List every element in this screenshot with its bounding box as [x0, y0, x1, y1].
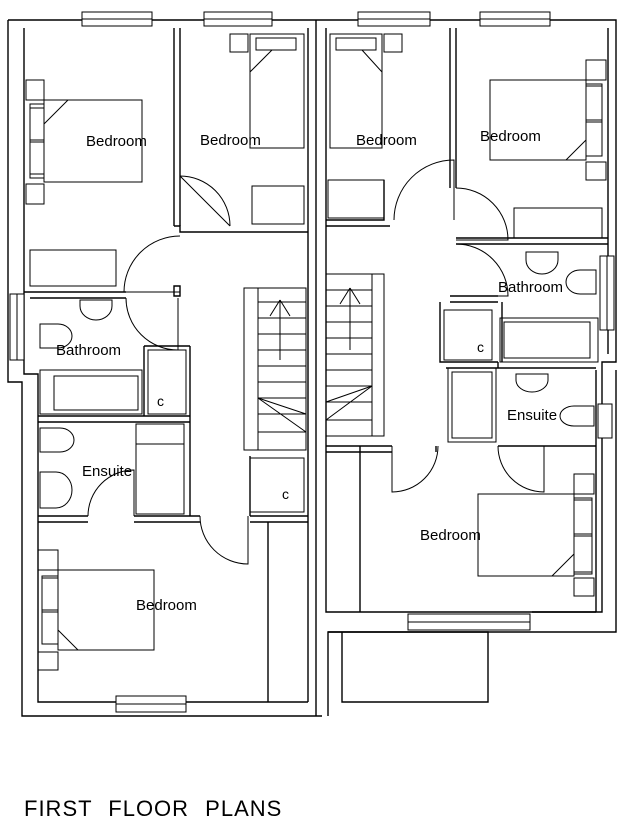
wardrobe: [513, 207, 603, 239]
bath: [39, 369, 143, 415]
door-swing: [125, 297, 179, 351]
wardrobe: [29, 249, 117, 287]
door-swing: [123, 235, 181, 293]
bed: [477, 493, 575, 577]
cupboard-label: c: [477, 339, 484, 355]
door-swing: [391, 445, 439, 493]
door-swing: [199, 515, 249, 565]
door-swing: [87, 469, 135, 517]
cupboard: [443, 309, 493, 361]
window: [597, 403, 613, 439]
windows: [9, 11, 615, 713]
toilet: [525, 251, 559, 275]
basin: [565, 269, 597, 295]
door-swing: [497, 445, 545, 493]
cupboard: [147, 349, 187, 415]
stairs: [243, 273, 385, 451]
room-label-bedroom: Bedroom: [136, 597, 197, 614]
bath: [499, 317, 599, 363]
room-label-bedroom: Bedroom: [356, 132, 417, 149]
room-label-bedroom: Bedroom: [86, 133, 147, 150]
door-swing: [393, 159, 455, 221]
bed: [249, 33, 305, 149]
room-label-ensuite: Ensuite: [507, 407, 557, 424]
wardrobe: [327, 179, 385, 219]
shower: [447, 367, 497, 443]
bed: [489, 79, 587, 161]
toilet: [79, 299, 113, 321]
furniture: [25, 33, 607, 671]
toilet: [39, 471, 73, 509]
bed: [329, 33, 383, 149]
door-swing: [455, 243, 509, 297]
wardrobe: [251, 185, 305, 225]
cupboard-label: c: [282, 486, 289, 502]
room-label-ensuite: Ensuite: [82, 463, 132, 480]
room-label-bedroom: Bedroom: [480, 128, 541, 145]
room-label-bathroom: Bathroom: [498, 279, 563, 296]
basin: [559, 405, 595, 427]
door-swing: [455, 187, 509, 241]
cupboard-label: c: [157, 393, 164, 409]
room-label-bedroom: Bedroom: [200, 132, 261, 149]
plan-title: FIRST FLOOR PLANS: [24, 796, 283, 821]
door-swing: [179, 175, 231, 227]
basin: [39, 427, 75, 453]
cupboard: [249, 457, 305, 513]
doors: [87, 159, 545, 565]
toilet: [515, 373, 549, 393]
internal-walls: [24, 28, 608, 702]
room-label-bathroom: Bathroom: [56, 342, 121, 359]
shower: [135, 423, 185, 515]
outer-walls: [7, 19, 617, 717]
basin: [39, 323, 73, 349]
room-label-bedroom: Bedroom: [420, 527, 481, 544]
room-labels: Bedroom Bedroom Bedroom Bedroom Bathroom…: [56, 128, 563, 614]
